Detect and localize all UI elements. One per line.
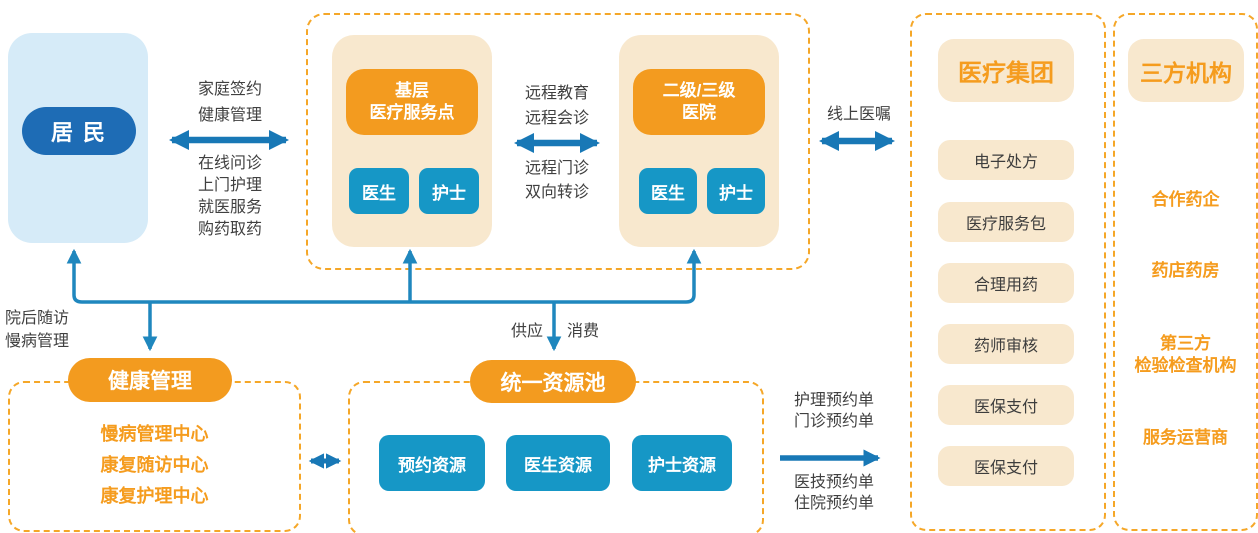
- medical-group-title: 医疗集团: [938, 39, 1074, 102]
- third-party-title: 三方机构: [1128, 39, 1244, 102]
- label-line: 慢病管理: [5, 333, 70, 350]
- third-party-item-line: 检验检查机构: [1134, 356, 1237, 375]
- booking-label-below: 医技预约单 住院预约单: [773, 472, 895, 514]
- medical-group-item: 电子处方: [938, 140, 1074, 180]
- label-line: 家庭签约: [197, 81, 262, 98]
- third-party-item-line: 合作药企: [1151, 190, 1220, 209]
- label-line: 健康管理: [197, 107, 262, 124]
- label-line: 远程教育: [524, 85, 589, 102]
- resident-node: 居 民: [22, 107, 136, 155]
- health-mgmt-title: 健康管理: [68, 358, 232, 402]
- primary-doctor-node: 医生: [349, 168, 409, 214]
- hospital-title-line2: 医院: [682, 103, 716, 122]
- medical-group-item: 药师审核: [938, 324, 1074, 364]
- hospital-card: 二级/三级 医院 医生 护士: [619, 35, 779, 247]
- primary-care-title-line1: 基层: [395, 81, 429, 100]
- medical-network-box: 基层 医疗服务点 医生 护士 二级/三级 医院 医生 护士: [306, 13, 810, 270]
- label-line: 上门护理: [197, 177, 262, 194]
- third-party-panel: 三方机构 合作药企 药店药房 第三方 检验检查机构 服务运营商: [1113, 13, 1258, 531]
- hospital-title: 二级/三级 医院: [633, 69, 765, 135]
- hospital-title-line1: 二级/三级: [662, 81, 736, 100]
- third-party-item-line: 药店药房: [1151, 261, 1220, 280]
- online-order-label: 线上医嘱: [826, 106, 891, 123]
- booking-resource-node: 预约资源: [379, 435, 485, 491]
- resident-panel: 居 民: [8, 33, 148, 243]
- label-line: 双向转诊: [524, 184, 589, 201]
- health-mgmt-items: 慢病管理中心 康复随访中心 康复护理中心: [10, 419, 299, 512]
- third-party-item: 服务运营商: [1115, 427, 1256, 449]
- label-line: 远程会诊: [524, 110, 589, 127]
- booking-label-above: 护理预约单 门诊预约单: [773, 390, 895, 432]
- third-party-item: 合作药企: [1115, 189, 1256, 211]
- health-mgmt-item: 康复护理中心: [100, 486, 209, 506]
- primary-nurse-node: 护士: [419, 168, 479, 214]
- label-line: 在线问诊: [197, 155, 262, 172]
- medical-group-item: 医疗服务包: [938, 202, 1074, 242]
- resource-pool-panel: 预约资源 医生资源 护士资源: [348, 381, 764, 533]
- primary-care-title-line2: 医疗服务点: [369, 103, 455, 122]
- third-party-item: 药店药房: [1115, 260, 1256, 282]
- label-line: 医技预约单: [793, 474, 874, 491]
- label-line: 远程门诊: [524, 160, 589, 177]
- medical-group-item: 医保支付: [938, 385, 1074, 425]
- family-sign-label-above: 家庭签约 健康管理: [163, 77, 297, 129]
- health-mgmt-panel: 慢病管理中心 康复随访中心 康复护理中心: [8, 381, 301, 532]
- label-line: 门诊预约单: [793, 413, 874, 430]
- health-mgmt-item: 慢病管理中心: [100, 424, 209, 444]
- health-mgmt-item: 康复随访中心: [100, 455, 209, 475]
- third-party-item-line: 服务运营商: [1143, 428, 1228, 447]
- label-line: 院后随访: [5, 310, 70, 327]
- doctor-resource-node: 医生资源: [506, 435, 610, 491]
- third-party-item: 第三方 检验检查机构: [1115, 333, 1256, 377]
- supply-label: 供应: [510, 323, 543, 340]
- consume-label: 消费: [567, 323, 600, 340]
- resource-pool-title: 统一资源池: [470, 360, 636, 403]
- remote-label-below: 远程门诊 双向转诊: [488, 157, 626, 205]
- third-party-item-line: 第三方: [1160, 334, 1211, 353]
- medical-group-item: 医保支付: [938, 446, 1074, 486]
- label-line: 住院预约单: [793, 495, 874, 512]
- nurse-resource-node: 护士资源: [632, 435, 732, 491]
- primary-care-title: 基层 医疗服务点: [346, 69, 478, 135]
- primary-care-card: 基层 医疗服务点 医生 护士: [332, 35, 492, 247]
- hospital-doctor-node: 医生: [639, 168, 697, 214]
- label-line: 购药取药: [197, 221, 262, 238]
- post-hospital-label: 院后随访 慢病管理: [5, 307, 95, 353]
- medical-group-item: 合理用药: [938, 263, 1074, 303]
- label-line: 护理预约单: [793, 392, 874, 409]
- family-sign-label-below: 在线问诊 上门护理 就医服务 购药取药: [163, 153, 297, 241]
- hospital-nurse-node: 护士: [707, 168, 765, 214]
- label-line: 就医服务: [197, 199, 262, 216]
- remote-label-above: 远程教育 远程会诊: [488, 81, 626, 131]
- medical-group-panel: 医疗集团 电子处方 医疗服务包 合理用药 药师审核 医保支付 医保支付: [910, 13, 1106, 531]
